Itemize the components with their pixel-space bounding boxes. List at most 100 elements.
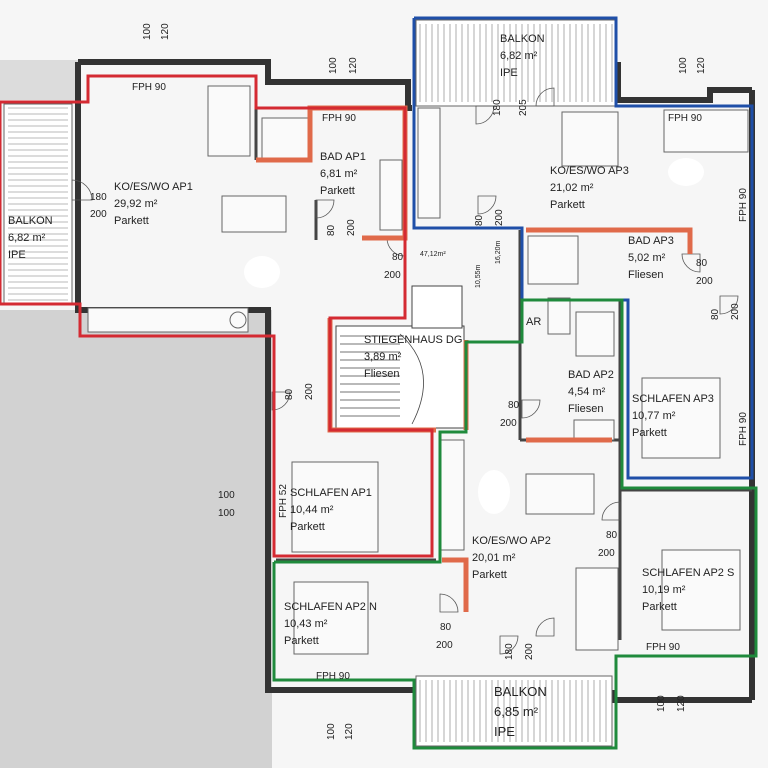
room-balkon-s-floor: IPE [494, 724, 515, 739]
balcony-south [415, 675, 613, 747]
ar-label: AR [526, 316, 541, 328]
table-ap2 [525, 473, 595, 515]
plant-ap1 [229, 311, 247, 329]
shower-ap1 [379, 159, 403, 231]
door-swing [439, 593, 459, 613]
door-180-n: 180 [492, 99, 503, 116]
kitchen-ap3 [417, 107, 441, 219]
room-ap2-kitchen-area: 20,01 m² [472, 552, 516, 564]
dim-100-bot: 100 [326, 723, 337, 740]
fph-6: FPH 90 [646, 642, 680, 653]
room-balkon-s-area: 6,85 m² [494, 704, 539, 719]
dim-100-top3: 100 [678, 57, 689, 74]
door-200: 200 [90, 209, 107, 220]
room-ap1-kitchen-area: 29,92 m² [114, 198, 158, 210]
staircase [335, 285, 465, 429]
door-swing [315, 199, 335, 219]
door-swing [535, 617, 555, 637]
dim-100-top2: 100 [328, 57, 339, 74]
annotations: AR FPH 90 FPH 90 FPH 90 FPH 90 FPH 90 FP… [90, 23, 749, 740]
apartment-3-outline [412, 16, 754, 480]
sofa-ap2 [575, 567, 619, 651]
room-ap1-bad-area: 6,81 m² [320, 168, 358, 180]
sink-ap2 [573, 419, 615, 441]
door-80-i: 80 [440, 622, 452, 633]
door-200-a: 200 [346, 219, 357, 236]
door-200-f: 200 [304, 383, 315, 400]
door-200-h: 200 [598, 548, 615, 559]
door-200-s: 200 [524, 643, 535, 660]
door-200-i: 200 [436, 640, 453, 651]
room-ap2-bad-floor: Fliesen [568, 403, 603, 415]
room-ap3-sleep-floor: Parkett [632, 427, 667, 439]
bed-ap2s [661, 549, 741, 631]
door-80-c: 80 [474, 214, 485, 226]
furniture [87, 85, 749, 655]
door-200-e: 200 [730, 303, 741, 320]
dim-100-left: 100 [218, 490, 235, 501]
room-stair-area: 3,89 m² [364, 351, 402, 363]
room-stair-name: STIEGENHAUS DG [364, 334, 462, 346]
dim-120-bot: 120 [344, 723, 355, 740]
area-1055: 10,55m [475, 264, 482, 288]
door-200-c: 200 [494, 209, 505, 226]
room-ap3-kitchen-area: 21,02 m² [550, 182, 594, 194]
room-balkon-s-name: BALKON [494, 684, 547, 699]
door-80-e: 80 [710, 308, 721, 320]
area-4712: 47,12m² [420, 251, 446, 258]
room-ap3-bad-name: BAD AP3 [628, 235, 674, 247]
dim-120-top2: 120 [348, 57, 359, 74]
door-swing [475, 105, 495, 125]
room-ap2-sleep-s-floor: Parkett [642, 601, 677, 613]
room-ap3-bad-area: 5,02 m² [628, 252, 666, 264]
room-ap2-kitchen-name: KO/ES/WO AP2 [472, 535, 551, 547]
fph-3: FPH 90 [668, 113, 702, 124]
marker-blob-1 [244, 256, 280, 288]
room-balkon-w-floor: IPE [8, 249, 26, 261]
room-balkon-n-name: BALKON [500, 33, 545, 45]
fph-7: FPH 90 [316, 671, 350, 682]
door-swing [601, 501, 621, 521]
dim-120-top: 120 [160, 23, 171, 40]
room-ap3-sleep-name: SCHLAFEN AP3 [632, 393, 714, 405]
balcony-north [415, 19, 617, 107]
apartment-2-outline [272, 298, 758, 750]
door-180: 180 [90, 192, 107, 203]
table-ap1 [221, 195, 287, 233]
dim-100-left2: 100 [218, 508, 235, 519]
sofa-ap3 [663, 109, 749, 153]
shower-ap3 [527, 235, 579, 285]
room-ap3-kitchen-floor: Parkett [550, 199, 585, 211]
door-80-h: 80 [606, 530, 618, 541]
room-ap2-sleep-s-name: SCHLAFEN AP2 S [642, 567, 734, 579]
door-swing [521, 399, 541, 419]
bed-ap1 [291, 461, 379, 553]
counter-ap1 [87, 307, 249, 333]
fph-4: FPH 90 [738, 188, 749, 222]
door-swing [477, 195, 497, 215]
door-80-a: 80 [326, 224, 337, 236]
door-80-d: 80 [696, 258, 708, 269]
door-80-f: 80 [284, 388, 295, 400]
room-ap1-sleep-area: 10,44 m² [290, 504, 334, 516]
room-balkon-w-name: BALKON [8, 215, 53, 227]
fph-52: FPH 52 [278, 484, 289, 518]
door-swing [71, 179, 93, 201]
apartment-1-outline [0, 74, 434, 558]
room-ap1-sleep-floor: Parkett [290, 521, 325, 533]
door-180-s: 180 [504, 643, 515, 660]
door-80-b: 80 [392, 252, 404, 263]
dim-120-top3: 120 [696, 57, 707, 74]
room-ap1-kitchen-name: KO/ES/WO AP1 [114, 181, 193, 193]
bath-ap1 [261, 117, 311, 163]
dim-100-bot2: 100 [656, 695, 667, 712]
room-ap3-kitchen-name: KO/ES/WO AP3 [550, 165, 629, 177]
doors [71, 87, 739, 655]
room-ap3-bad-floor: Fliesen [628, 269, 663, 281]
room-ap1-bad-floor: Parkett [320, 185, 355, 197]
fph-1: FPH 90 [132, 82, 166, 93]
room-ap2-sleep-n-floor: Parkett [284, 635, 319, 647]
marker-blob-2 [668, 158, 704, 186]
fph-2: FPH 90 [322, 113, 356, 124]
